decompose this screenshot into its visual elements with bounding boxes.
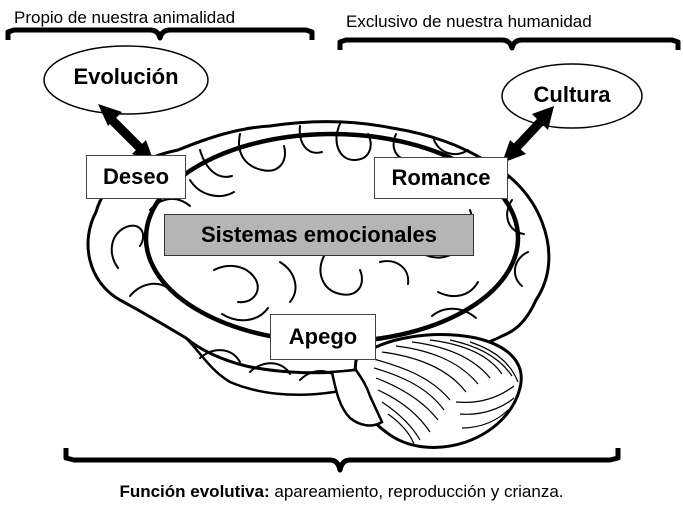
arrow-cultura-romance xyxy=(502,106,554,163)
top-left-brace xyxy=(5,27,315,41)
top-right-brace xyxy=(337,37,681,51)
cultura-label: Cultura xyxy=(533,82,611,107)
cultura-ellipse xyxy=(501,63,643,129)
cerebellum xyxy=(353,333,523,449)
romance-label: Romance xyxy=(391,165,491,190)
deseo-box: Deseo xyxy=(86,155,186,199)
deseo-label: Deseo xyxy=(102,164,170,189)
sistemas-emocionales-label: Sistemas emocionales xyxy=(200,222,437,247)
top-left-label: Propio de nuestra animalidad xyxy=(14,8,236,27)
romance-box: Romance xyxy=(374,157,508,199)
footer-bold: Función evolutiva: xyxy=(119,482,270,501)
footer-caption: Función evolutiva: apareamiento, reprodu… xyxy=(0,482,683,502)
brainstem xyxy=(330,368,384,427)
top-right-label: Exclusivo de nuestra humanidad xyxy=(346,12,592,31)
bottom-brace xyxy=(63,448,621,473)
footer-rest: apareamiento, reproducción y crianza. xyxy=(269,482,564,501)
evolucion-ellipse xyxy=(43,45,209,115)
apego-box: Apego xyxy=(270,314,376,360)
evolucion-label: Evolución xyxy=(73,64,179,89)
sistemas-emocionales-box: Sistemas emocionales xyxy=(164,214,474,256)
apego-label: Apego xyxy=(288,324,358,349)
